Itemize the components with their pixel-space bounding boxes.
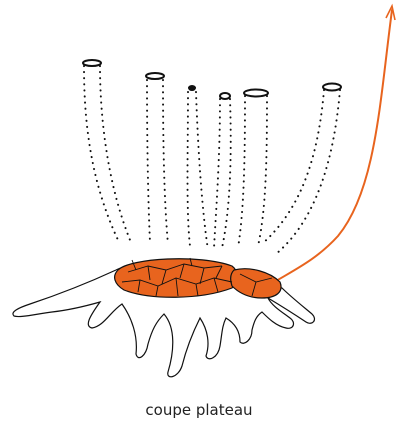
channel-4b <box>222 99 231 248</box>
channel-2a <box>147 80 150 242</box>
channel-6a <box>262 90 324 244</box>
channel-6b <box>276 90 340 254</box>
opening-5 <box>244 90 268 97</box>
channel-1a <box>84 66 118 240</box>
channel-5a <box>238 96 245 248</box>
channel-3b <box>196 92 208 250</box>
channel-4a <box>214 99 220 248</box>
opening-6 <box>323 84 341 91</box>
dotted-channels <box>84 66 340 254</box>
figure-caption: coupe plateau <box>0 401 398 419</box>
openings <box>83 60 341 99</box>
channel-3a <box>188 92 191 246</box>
channel-2b <box>163 80 168 244</box>
channel-5b <box>258 96 267 246</box>
opening-4 <box>220 93 230 99</box>
opening-2 <box>146 73 164 79</box>
channel-1b <box>100 66 130 240</box>
opening-1 <box>83 60 101 66</box>
orange-stem-curve <box>276 10 392 281</box>
opening-3 <box>189 86 195 90</box>
